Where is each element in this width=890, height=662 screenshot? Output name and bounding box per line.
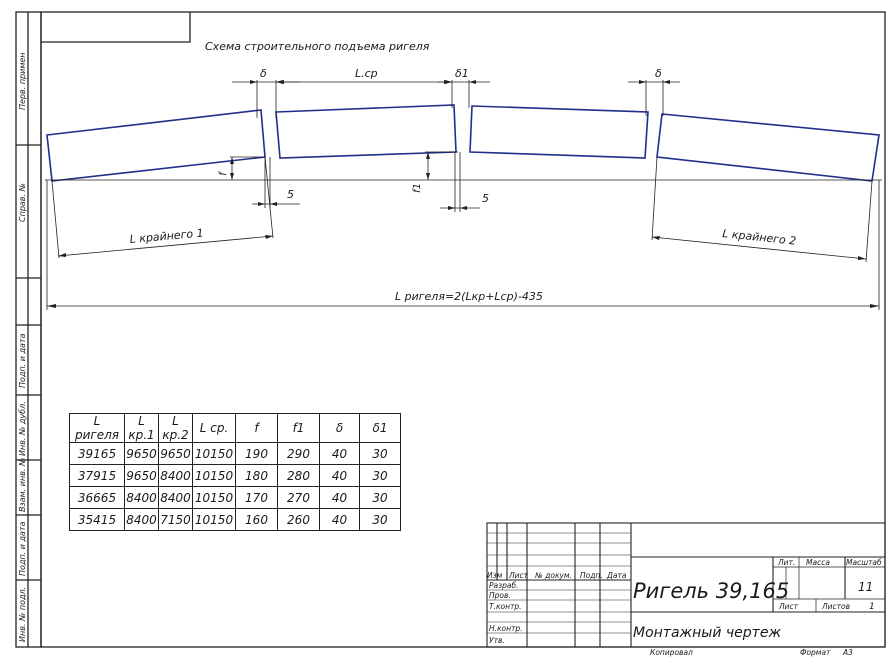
tb-masshtab-value: 11 bbox=[858, 580, 873, 594]
table-cell: 10150 bbox=[192, 486, 236, 509]
table-header-cell: f1 bbox=[277, 413, 320, 443]
table-cell: 7150 bbox=[158, 508, 193, 531]
table-row: 37915 9650 8400 10150 180 280 40 30 bbox=[69, 464, 401, 487]
tb-col-doc: № докум. bbox=[534, 571, 572, 580]
tb-kopiroval: Копировал bbox=[650, 648, 693, 657]
label-five-left: 5 bbox=[287, 188, 294, 201]
tb-col-izm: Изм bbox=[487, 571, 503, 580]
table-row: 36665 8400 8400 10150 170 270 40 30 bbox=[69, 486, 401, 509]
side-label-inv-dubl: Инв. № дубл. bbox=[18, 401, 27, 456]
table-header-cell: δ1 bbox=[359, 413, 401, 443]
label-f: f bbox=[218, 171, 229, 176]
side-label-podp-data-2: Подп. и дата bbox=[18, 521, 27, 576]
table-cell: 35415 bbox=[69, 508, 125, 531]
label-delta1: δ1 bbox=[455, 67, 469, 80]
label-l-kr1: L крайнего 1 bbox=[129, 227, 204, 246]
tb-sheets-value: 1 bbox=[869, 602, 875, 612]
table-cell: 8400 bbox=[158, 486, 193, 509]
table-header-cell: L ригеля bbox=[69, 413, 125, 443]
table-cell: 8400 bbox=[124, 508, 159, 531]
table-cell: 160 bbox=[235, 508, 278, 531]
tb-razrab: Разраб. bbox=[489, 581, 518, 590]
table-cell: 37915 bbox=[69, 464, 125, 487]
table-cell: 30 bbox=[359, 486, 401, 509]
tb-sheet-label: Лист bbox=[778, 602, 799, 611]
parameters-table: L ригеля L кр.1 L кр.2 L ср. f f1 δ δ1 3… bbox=[69, 413, 401, 531]
table-cell: 10150 bbox=[192, 442, 236, 465]
title-block bbox=[486, 522, 886, 648]
drawing-frame bbox=[40, 11, 886, 648]
table-cell: 40 bbox=[319, 464, 360, 487]
table-cell: 30 bbox=[359, 508, 401, 531]
tb-col-list: Лист bbox=[508, 571, 529, 580]
table-cell: 39165 bbox=[69, 442, 125, 465]
table-cell: 40 bbox=[319, 486, 360, 509]
dim-line-l-kr2 bbox=[651, 236, 867, 260]
table-row: 35415 8400 7150 10150 160 260 40 30 bbox=[69, 508, 401, 531]
side-label-podp-data-1: Подп. и дата bbox=[18, 333, 27, 388]
table-header-cell: δ bbox=[319, 413, 360, 443]
table-cell: 280 bbox=[277, 464, 320, 487]
tb-prov: Пров. bbox=[489, 591, 511, 600]
table-cell: 40 bbox=[319, 442, 360, 465]
tb-nkontr: Н.контр. bbox=[489, 624, 523, 633]
table-header-row: L ригеля L кр.1 L кр.2 L ср. f f1 δ δ1 bbox=[69, 413, 401, 443]
label-delta-left: δ bbox=[260, 67, 267, 80]
table-header-cell: L кр.2 bbox=[158, 413, 193, 443]
table-cell: 290 bbox=[277, 442, 320, 465]
table-cell: 170 bbox=[235, 486, 278, 509]
label-l-kr2: L крайнего 2 bbox=[722, 227, 797, 248]
tb-massa: Масса bbox=[806, 558, 830, 567]
label-l-sr: L.cp bbox=[355, 67, 378, 80]
label-five-right: 5 bbox=[482, 192, 489, 205]
table-cell: 190 bbox=[235, 442, 278, 465]
table-cell: 30 bbox=[359, 464, 401, 487]
table-cell: 36665 bbox=[69, 486, 125, 509]
table-header-cell: L ср. bbox=[192, 413, 236, 443]
tb-drawing-name: Монтажный чертеж bbox=[633, 625, 781, 641]
tb-masshtab: Масштаб bbox=[846, 558, 882, 567]
label-delta-right: δ bbox=[655, 67, 662, 80]
tb-col-podp: Подп. bbox=[580, 571, 603, 580]
tb-format: Формат bbox=[800, 648, 831, 657]
tb-tkontr: Т.контр. bbox=[489, 602, 522, 611]
beam-end-segment-right bbox=[656, 113, 880, 182]
table-cell: 9650 bbox=[124, 442, 159, 465]
table-cell: 260 bbox=[277, 508, 320, 531]
table-cell: 270 bbox=[277, 486, 320, 509]
table-cell: 9650 bbox=[124, 464, 159, 487]
beam-middle-segment-right bbox=[469, 105, 649, 159]
side-label-perv-primen: Перв. примен bbox=[18, 52, 27, 110]
tb-format-value: А3 bbox=[842, 648, 853, 657]
side-label-inv-podl: Инв. № подл. bbox=[18, 587, 27, 642]
tb-utv: Утв. bbox=[489, 636, 505, 645]
table-cell: 8400 bbox=[158, 464, 193, 487]
tb-lit: Лит. bbox=[777, 558, 795, 567]
table-cell: 9650 bbox=[158, 442, 193, 465]
table-cell: 30 bbox=[359, 442, 401, 465]
label-f1: f1 bbox=[412, 183, 423, 193]
side-label-sprav-no: Справ. № bbox=[18, 183, 27, 222]
top-left-stamp bbox=[41, 12, 191, 43]
scheme-title: Схема строительного подъема ригеля bbox=[205, 40, 430, 53]
tb-designation: Ригель 39,165 bbox=[633, 579, 789, 603]
dim-line-l-kr1 bbox=[57, 235, 274, 257]
table-cell: 8400 bbox=[124, 486, 159, 509]
table-header-cell: L кр.1 bbox=[124, 413, 159, 443]
beam-middle-segment-left bbox=[275, 104, 457, 159]
table-row: 39165 9650 9650 10150 190 290 40 30 bbox=[69, 442, 401, 465]
table-cell: 40 bbox=[319, 508, 360, 531]
label-l-rigel: L ригеля=2(Lкр+Lср)-435 bbox=[395, 290, 543, 303]
tb-sheets-label: Листов bbox=[821, 602, 850, 611]
table-header-cell: f bbox=[235, 413, 278, 443]
tb-col-data: Дата bbox=[606, 571, 627, 580]
table-cell: 180 bbox=[235, 464, 278, 487]
table-cell: 10150 bbox=[192, 464, 236, 487]
table-cell: 10150 bbox=[192, 508, 236, 531]
side-label-vzam-inv: Взам. инв. № bbox=[18, 458, 27, 512]
